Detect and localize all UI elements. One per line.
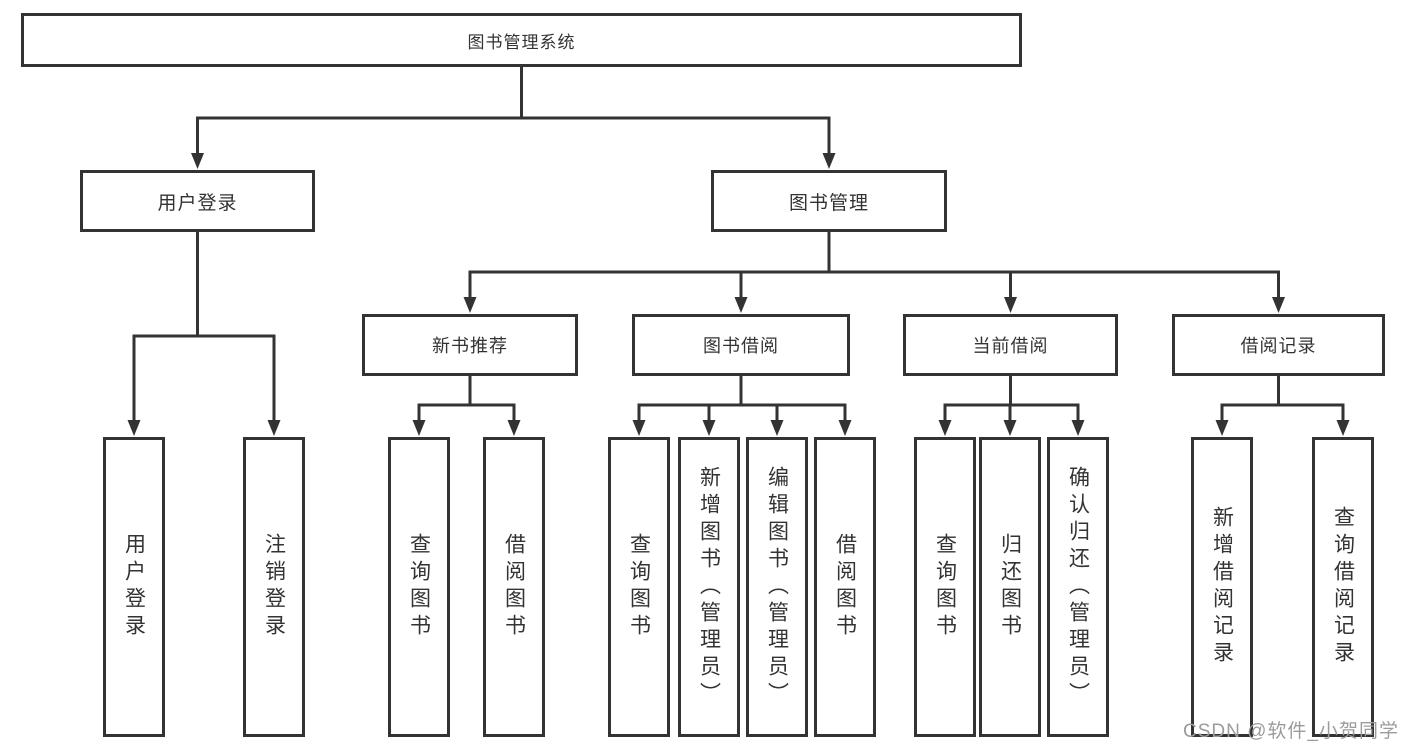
leaf-label: 新增借阅记录	[1210, 506, 1234, 668]
leaf-label: 借阅图书	[833, 533, 857, 641]
leaf-query-borrow-record: 查询借阅记录	[1312, 437, 1374, 737]
node-current-borrow: 当前借阅	[903, 314, 1118, 376]
node-library-system-label: 图书管理系统	[467, 32, 576, 52]
arrowheads	[127, 153, 1350, 436]
leaf-edit-books-admin: 编辑图书（管理员）	[746, 437, 808, 737]
node-book-management: 图书管理	[711, 170, 947, 232]
node-user-login-label: 用户登录	[157, 192, 238, 214]
leaf-label: 查询图书	[933, 533, 957, 641]
leaf-user-login: 用户登录	[103, 437, 165, 737]
leaf-add-borrow-record: 新增借阅记录	[1191, 437, 1253, 737]
csdn-watermark: CSDN @软件_小贺同学	[1183, 721, 1399, 742]
node-user-login: 用户登录	[80, 170, 315, 232]
node-library-system: 图书管理系统	[21, 13, 1022, 67]
node-borrow-records: 借阅记录	[1172, 314, 1385, 376]
node-new-book-recommend-label: 新书推荐	[432, 336, 508, 356]
leaf-label: 确认归还（管理员）	[1066, 465, 1090, 709]
connector-borrow-records-to-children	[1220, 376, 1345, 423]
leaf-return-books: 归还图书	[979, 437, 1041, 737]
leaf-query-books-3: 查询图书	[914, 437, 976, 737]
leaf-query-books-2: 查询图书	[608, 437, 670, 737]
connector-current-borrow-to-children	[943, 376, 1080, 423]
leaf-borrow-books-1: 借阅图书	[483, 437, 545, 737]
leaf-label: 新增图书（管理员）	[697, 465, 721, 709]
node-book-borrow-label: 图书借阅	[703, 336, 779, 356]
leaf-label: 用户登录	[122, 533, 146, 641]
leaf-label: 归还图书	[998, 533, 1022, 641]
connector-book-management-to-level3	[468, 232, 1280, 300]
leaf-label: 查询借阅记录	[1331, 506, 1355, 668]
node-new-book-recommend: 新书推荐	[362, 314, 578, 376]
leaf-query-books-1: 查询图书	[388, 437, 450, 737]
leaf-confirm-return-admin: 确认归还（管理员）	[1047, 437, 1109, 737]
leaf-add-books-admin: 新增图书（管理员）	[678, 437, 740, 737]
connector-user-login-to-children	[132, 232, 276, 423]
leaf-logout: 注销登录	[243, 437, 305, 737]
node-book-borrow: 图书借阅	[632, 314, 850, 376]
leaf-label: 借阅图书	[502, 533, 526, 641]
leaf-label: 编辑图书（管理员）	[765, 465, 789, 709]
leaf-label: 查询图书	[627, 533, 651, 641]
leaf-label: 注销登录	[262, 533, 286, 641]
connector-new-book-to-children	[417, 376, 516, 423]
leaf-label: 查询图书	[407, 533, 431, 641]
connector-book-borrow-to-children	[637, 376, 847, 423]
connector-root-to-level2	[196, 67, 831, 155]
node-borrow-records-label: 借阅记录	[1240, 336, 1317, 356]
leaf-borrow-books-2: 借阅图书	[814, 437, 876, 737]
node-current-borrow-label: 当前借阅	[972, 336, 1049, 356]
node-book-management-label: 图书管理	[788, 192, 869, 214]
